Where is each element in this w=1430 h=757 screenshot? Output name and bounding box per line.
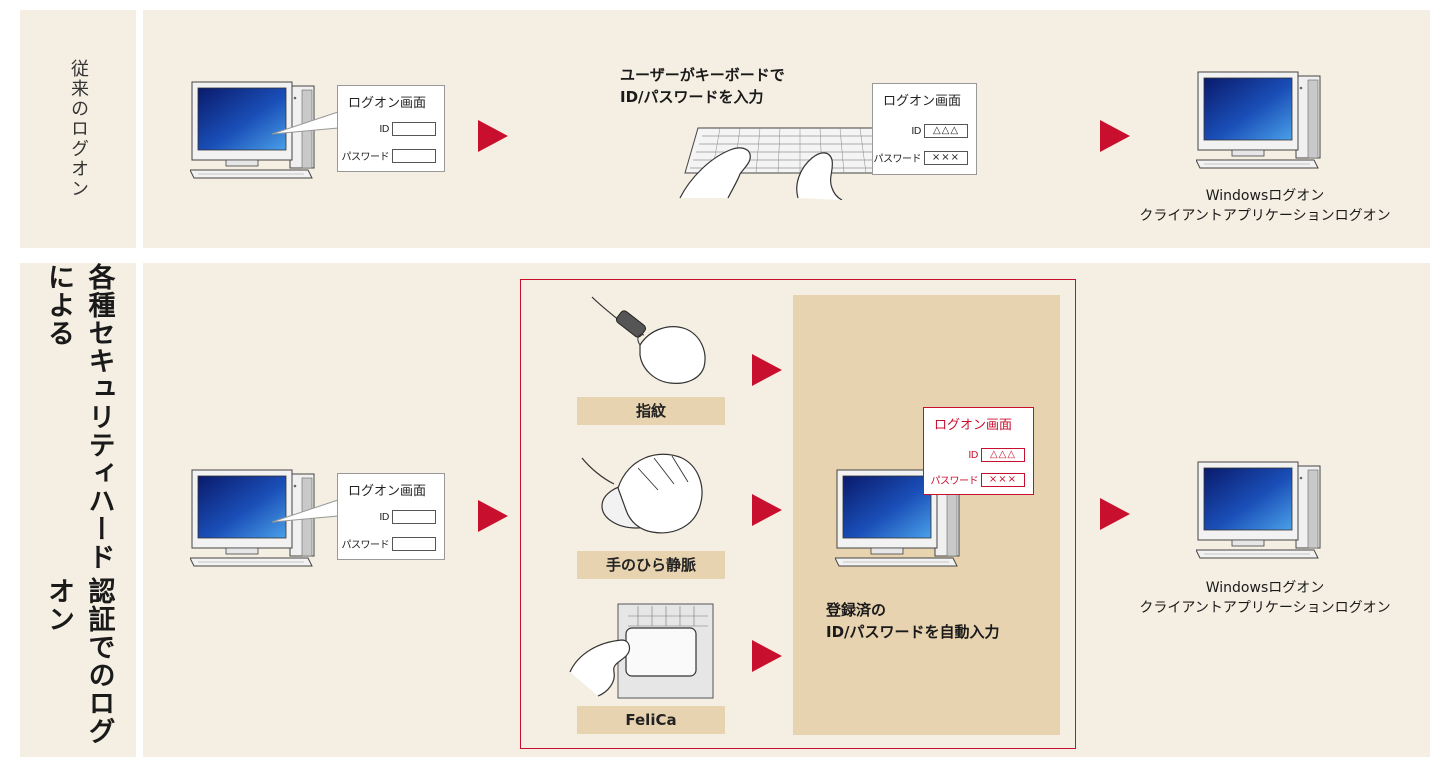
arrow-icon: [752, 640, 782, 672]
arrow-icon: [752, 494, 782, 526]
arrow-icon: [478, 120, 508, 152]
auth-methods-frame: [520, 279, 1076, 749]
id-label: ID: [379, 123, 389, 135]
security-row-label: 各種セキュリティハードによる 認証でのログオン: [43, 263, 115, 746]
arrow-icon: [1100, 498, 1130, 530]
felica-card-illustration: [569, 603, 714, 699]
logon-screen-title: ログオン画面: [348, 96, 427, 111]
logon-screen-filled: ログオン画面 ID △△△ パスワード ×××: [872, 83, 977, 175]
security-label-panel: [20, 263, 136, 757]
logon-screen-empty: ログオン画面 ID パスワード: [337, 473, 445, 560]
id-field-filled: △△△: [924, 124, 968, 138]
auto-input-caption: 登録済の ID/パスワードを自動入力: [826, 601, 1000, 641]
arrow-icon: [478, 500, 508, 532]
arrow-icon: [752, 354, 782, 386]
logon-screen-empty: ログオン画面 ID パスワード: [337, 85, 445, 172]
logon-screen-auto-filled: ログオン画面 ID △△△ パスワード ×××: [923, 407, 1034, 495]
password-label: パスワード: [341, 152, 390, 163]
password-field-filled: ×××: [924, 150, 968, 165]
method-label-fingerprint: 指紋: [577, 397, 725, 425]
traditional-label-panel: [20, 10, 136, 248]
method-label-felica: FeliCa: [577, 706, 725, 734]
password-field: [392, 148, 436, 163]
traditional-result-caption: Windowsログオン クライアントアプリケーションログオン: [1139, 188, 1391, 224]
method-label-palm-vein: 手のひら静脈: [577, 551, 725, 579]
arrow-icon: [1100, 120, 1130, 152]
keyboard-caption: ユーザーがキーボードで ID/パスワードを入力: [620, 66, 785, 106]
fingerprint-reader-illustration: [591, 296, 706, 384]
security-result-caption: Windowsログオン クライアントアプリケーションログオン: [1139, 580, 1391, 616]
id-field: [392, 122, 436, 136]
computer-icon: [1196, 460, 1326, 560]
keyboard-hands-illustration: [679, 127, 889, 200]
traditional-row-label: 従来のログオン: [68, 59, 89, 199]
computer-icon: [1196, 70, 1326, 170]
palm-vein-mouse-illustration: [581, 453, 703, 534]
